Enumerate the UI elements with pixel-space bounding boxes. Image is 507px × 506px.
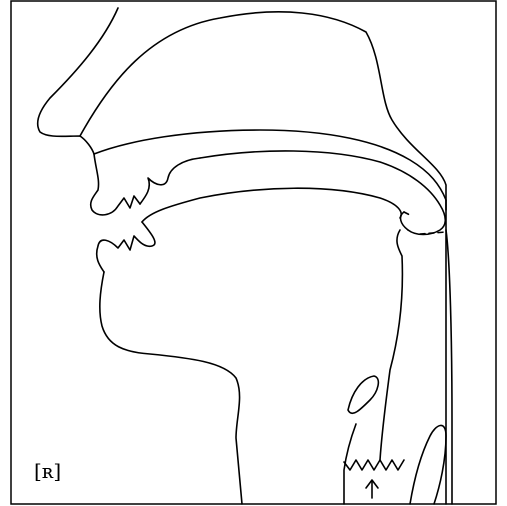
arytenoid-cartilage bbox=[410, 425, 446, 504]
upper-lip bbox=[91, 154, 140, 215]
alveolar-ridge bbox=[140, 158, 200, 204]
epiglottis bbox=[348, 376, 378, 413]
tongue-root bbox=[380, 230, 402, 460]
nose-outline bbox=[38, 8, 118, 154]
diagram-border bbox=[11, 1, 496, 504]
nasal-cavity-roof bbox=[80, 12, 446, 210]
phonetic-symbol-label: [ʀ] bbox=[34, 459, 61, 483]
pharynx-inner-wall bbox=[446, 230, 452, 504]
vocal-folds-zigzag bbox=[344, 460, 404, 470]
velum-closure-dashed bbox=[404, 212, 412, 216]
tongue-surface bbox=[142, 188, 401, 222]
chin-neck bbox=[100, 272, 242, 504]
lower-lip bbox=[97, 222, 155, 272]
velum-closure-dashed-2 bbox=[420, 232, 446, 234]
